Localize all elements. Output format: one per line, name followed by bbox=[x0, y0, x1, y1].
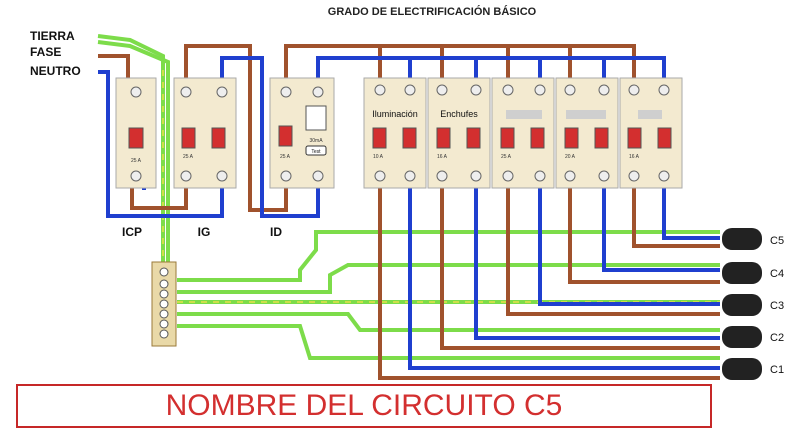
phase-wiring bbox=[98, 44, 720, 380]
pia-rating-5: 16 A bbox=[629, 154, 640, 160]
pia-breaker-4: 20 A bbox=[555, 77, 619, 189]
cable-c4 bbox=[722, 262, 762, 284]
cable-c2 bbox=[722, 326, 762, 348]
cable-label-c4: C4 bbox=[770, 268, 784, 280]
earth-wiring bbox=[97, 34, 720, 360]
pia-rating-1: 10 A bbox=[373, 154, 384, 160]
pia-rating-4: 20 A bbox=[565, 154, 576, 160]
ig-device: 25 A bbox=[173, 77, 237, 189]
ig-rating: 25 A bbox=[183, 154, 194, 160]
cable-label-c3: C3 bbox=[770, 300, 784, 312]
pia-breaker-5: 16 A bbox=[619, 77, 683, 189]
cable-label-c1: C1 bbox=[770, 364, 784, 376]
earth-bar bbox=[151, 261, 177, 347]
diagram-title: GRADO DE ELECTRIFICACIÓN BÁSICO bbox=[328, 5, 537, 18]
cable-c5 bbox=[722, 228, 762, 250]
label-tierra: TIERRA bbox=[30, 29, 75, 43]
cable-c3 bbox=[722, 294, 762, 316]
id-device: 30mA Test 25 A bbox=[269, 77, 335, 189]
cable-label-c5: C5 bbox=[770, 235, 784, 247]
pia-breaker-2: Enchufes 16 A bbox=[427, 77, 491, 189]
pia-label-5-blurred bbox=[638, 110, 662, 119]
pia-label-4-blurred bbox=[566, 110, 606, 119]
earth-stripe bbox=[162, 70, 720, 303]
icp-device: 25 A bbox=[115, 77, 157, 189]
cable-c1 bbox=[722, 358, 762, 380]
label-neutro: NEUTRO bbox=[30, 64, 81, 78]
pia-label-1: Iluminación bbox=[372, 109, 418, 119]
id-sensitivity: 30mA bbox=[309, 138, 323, 144]
id-label: ID bbox=[270, 225, 282, 239]
circuit-name-banner: NOMBRE DEL CIRCUITO C5 bbox=[16, 384, 712, 428]
pia-label-3-blurred bbox=[506, 110, 542, 119]
circuit-name-text: NOMBRE DEL CIRCUITO C5 bbox=[165, 389, 563, 422]
pia-label-2: Enchufes bbox=[440, 109, 478, 119]
icp-rating: 25 A bbox=[131, 158, 142, 164]
id-rating: 25 A bbox=[280, 154, 291, 160]
cable-label-c2: C2 bbox=[770, 332, 784, 344]
icp-label: ICP bbox=[122, 225, 142, 239]
id-test-button: Test bbox=[311, 149, 321, 155]
ig-label: IG bbox=[198, 225, 211, 239]
pia-rating-2: 16 A bbox=[437, 154, 448, 160]
pia-breaker-1: Iluminación 10 A bbox=[363, 77, 427, 189]
output-cables bbox=[722, 228, 762, 380]
pia-breaker-3: 25 A bbox=[491, 77, 555, 189]
label-fase: FASE bbox=[30, 45, 61, 59]
pia-rating-3: 25 A bbox=[501, 154, 512, 160]
